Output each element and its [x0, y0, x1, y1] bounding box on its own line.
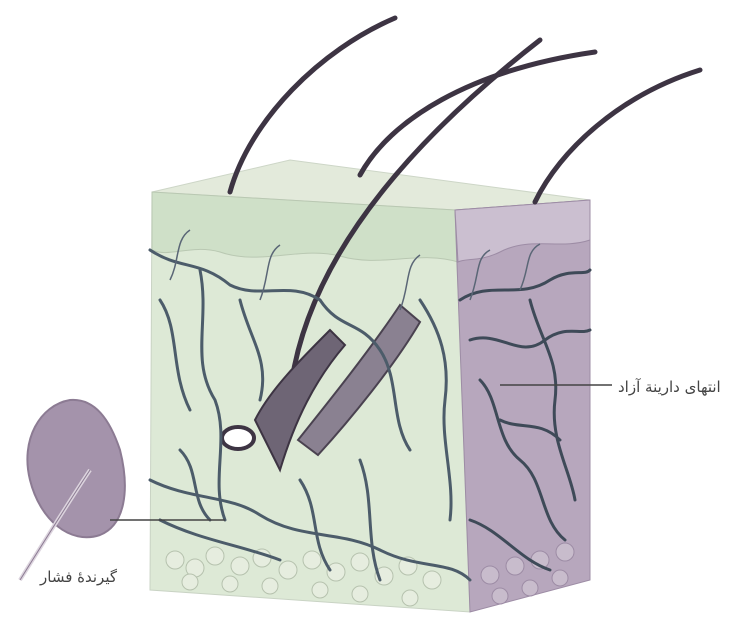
label-pressure-receptor: گیرندۀ فشار — [40, 568, 117, 586]
pressure-receptor — [20, 400, 125, 580]
hair-3 — [535, 70, 700, 202]
label-free-nerve-endings: انتهای دارینة آزاد — [618, 378, 721, 396]
hair-2 — [360, 52, 595, 175]
